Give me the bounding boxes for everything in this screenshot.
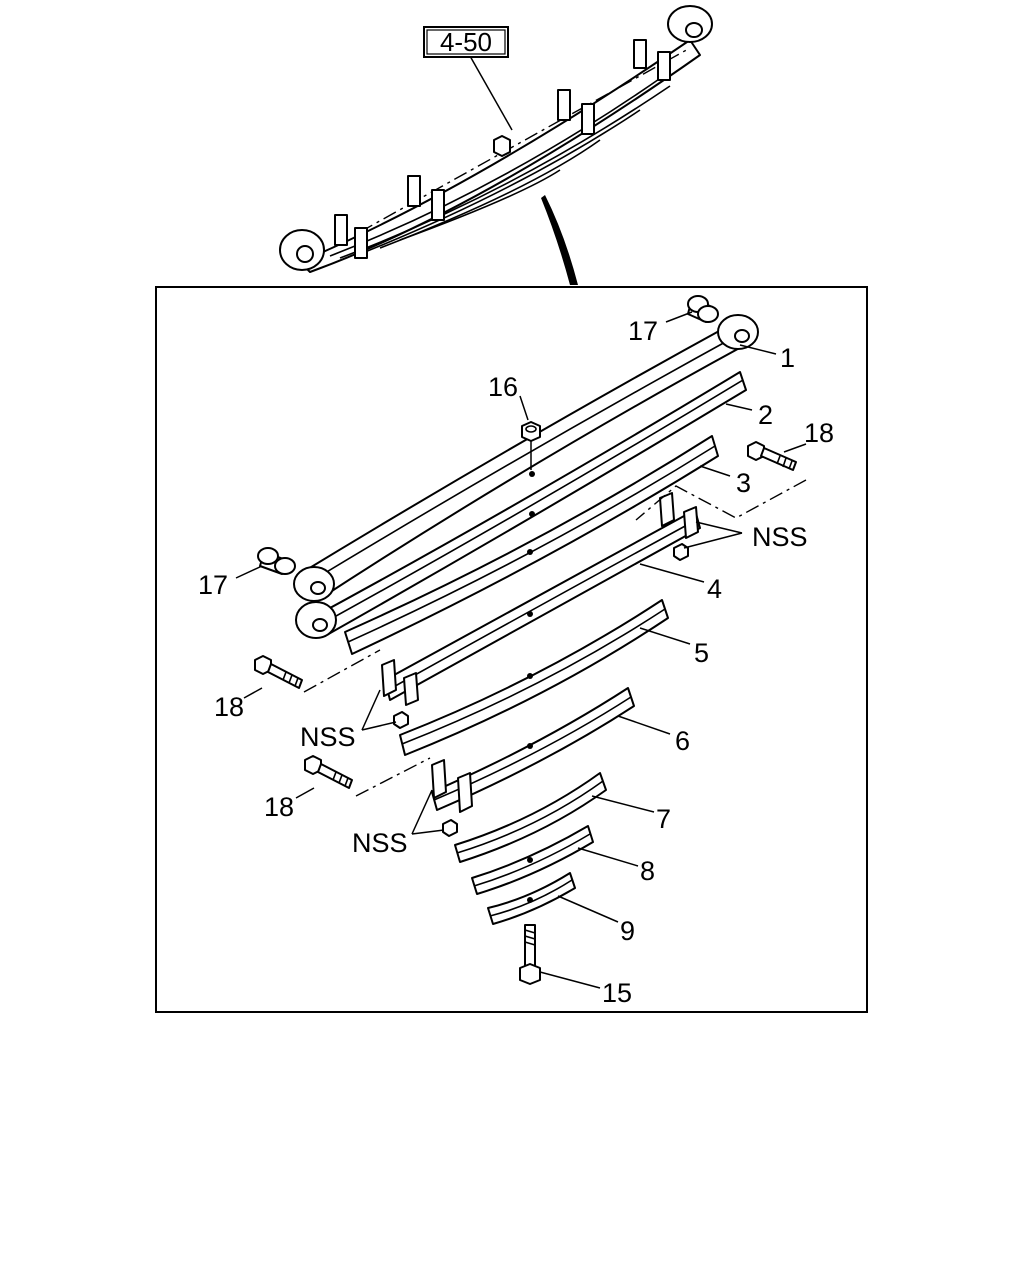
rivet-left-lower xyxy=(442,819,458,837)
callout-4: 4 xyxy=(707,574,722,604)
callout-18-left-lower: 18 xyxy=(264,792,294,822)
callout-8: 8 xyxy=(640,856,655,886)
leaf-2 xyxy=(295,371,747,639)
leaf-9 xyxy=(487,872,576,925)
rivet-right xyxy=(673,543,689,561)
callout-18-left-upper: 18 xyxy=(214,692,244,722)
leader-lines xyxy=(235,311,807,989)
callout-labels: 1 2 3 4 5 6 7 8 9 15 16 17 17 18 18 18 N… xyxy=(198,316,834,1008)
bushing-front xyxy=(257,547,296,575)
leaf-5 xyxy=(399,599,669,756)
rivet-left-upper xyxy=(393,711,409,729)
bolt-upper-right xyxy=(747,441,797,471)
center-bolt xyxy=(519,924,541,985)
leaf-8 xyxy=(471,825,594,895)
callout-9: 9 xyxy=(620,916,635,946)
callout-1: 1 xyxy=(780,343,795,373)
leaf-6 xyxy=(431,687,635,813)
callout-17-rear: 17 xyxy=(628,316,658,346)
bolt-left-upper xyxy=(254,655,303,689)
callout-16: 16 xyxy=(488,372,518,402)
alignment-line-left-lower xyxy=(355,757,431,797)
leaf-3 xyxy=(344,435,719,655)
callout-nss-left-upper: NSS xyxy=(300,722,356,752)
assembled-spring-overview xyxy=(279,5,713,285)
callout-nss-right: NSS xyxy=(752,522,808,552)
callout-15: 15 xyxy=(602,978,632,1008)
bolt-left-lower xyxy=(304,755,353,789)
alignment-line-left-upper xyxy=(303,649,381,693)
callout-nss-left-lower: NSS xyxy=(352,828,408,858)
leaf-7 xyxy=(454,772,607,863)
alignment-line-upper-right xyxy=(635,479,807,521)
leaf-4 xyxy=(381,492,701,706)
bushing-rear xyxy=(687,295,719,323)
reference-label: 4-50 xyxy=(440,27,492,57)
callout-17-front: 17 xyxy=(198,570,228,600)
reference-box: 4-50 xyxy=(423,26,509,58)
callout-2: 2 xyxy=(758,400,773,430)
exploded-view-frame xyxy=(155,286,868,1013)
callout-6: 6 xyxy=(675,726,690,756)
callout-18-upper-right: 18 xyxy=(804,418,834,448)
leaf-1 xyxy=(293,314,759,602)
callout-3: 3 xyxy=(736,468,751,498)
callout-5: 5 xyxy=(694,638,709,668)
callout-7: 7 xyxy=(656,804,671,834)
nut xyxy=(521,421,541,470)
